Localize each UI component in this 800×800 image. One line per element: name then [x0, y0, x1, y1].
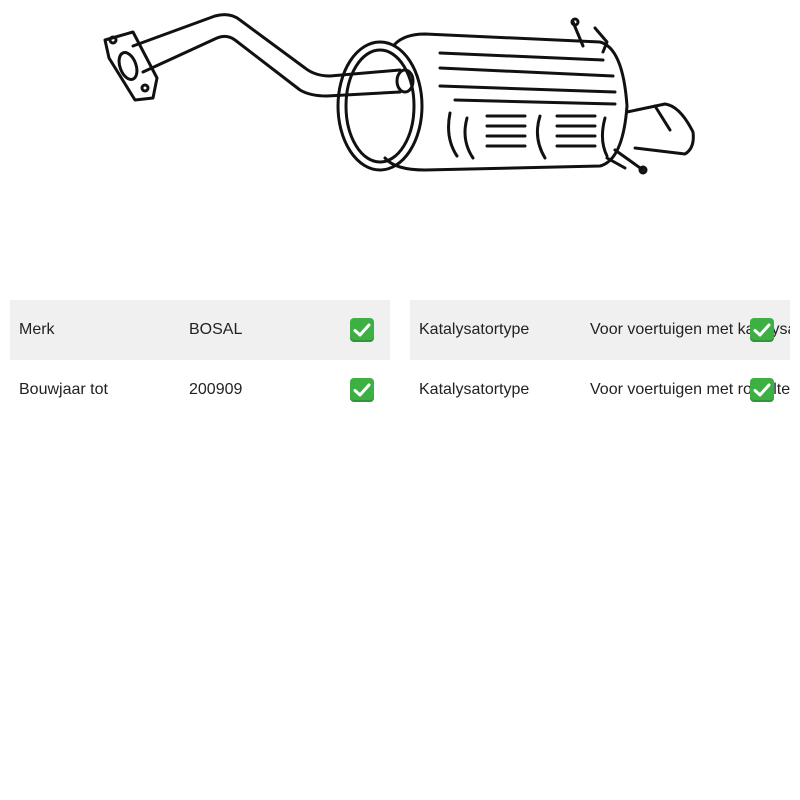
check-icon [750, 378, 774, 402]
spec-label: Katalysatortype [419, 381, 530, 398]
spec-row: Katalysatortype Voor voertuigen met kata… [410, 300, 790, 360]
product-image [95, 8, 705, 178]
spec-value: Voor voertuigen met katalysator [590, 321, 790, 338]
spec-row: Katalysatortype Voor voertuigen met roet… [410, 360, 790, 420]
spec-row: Bouwjaar tot 200909 [10, 360, 390, 420]
muffler-icon [103, 13, 695, 175]
spec-value: 200909 [189, 381, 243, 398]
check-icon [350, 378, 374, 402]
spec-table-left: Merk BOSAL Bouwjaar tot 200909 [10, 300, 390, 420]
spec-label: Bouwjaar tot [19, 381, 108, 398]
spec-label: Merk [19, 321, 55, 338]
check-icon [750, 318, 774, 342]
spec-table-right: Katalysatortype Voor voertuigen met kata… [410, 300, 790, 420]
check-icon [350, 318, 374, 342]
spec-row: Merk BOSAL [10, 300, 390, 360]
spec-label: Katalysatortype [419, 321, 530, 338]
spec-value: BOSAL [189, 321, 243, 338]
spec-value: Voor voertuigen met roetfilter [590, 381, 790, 398]
